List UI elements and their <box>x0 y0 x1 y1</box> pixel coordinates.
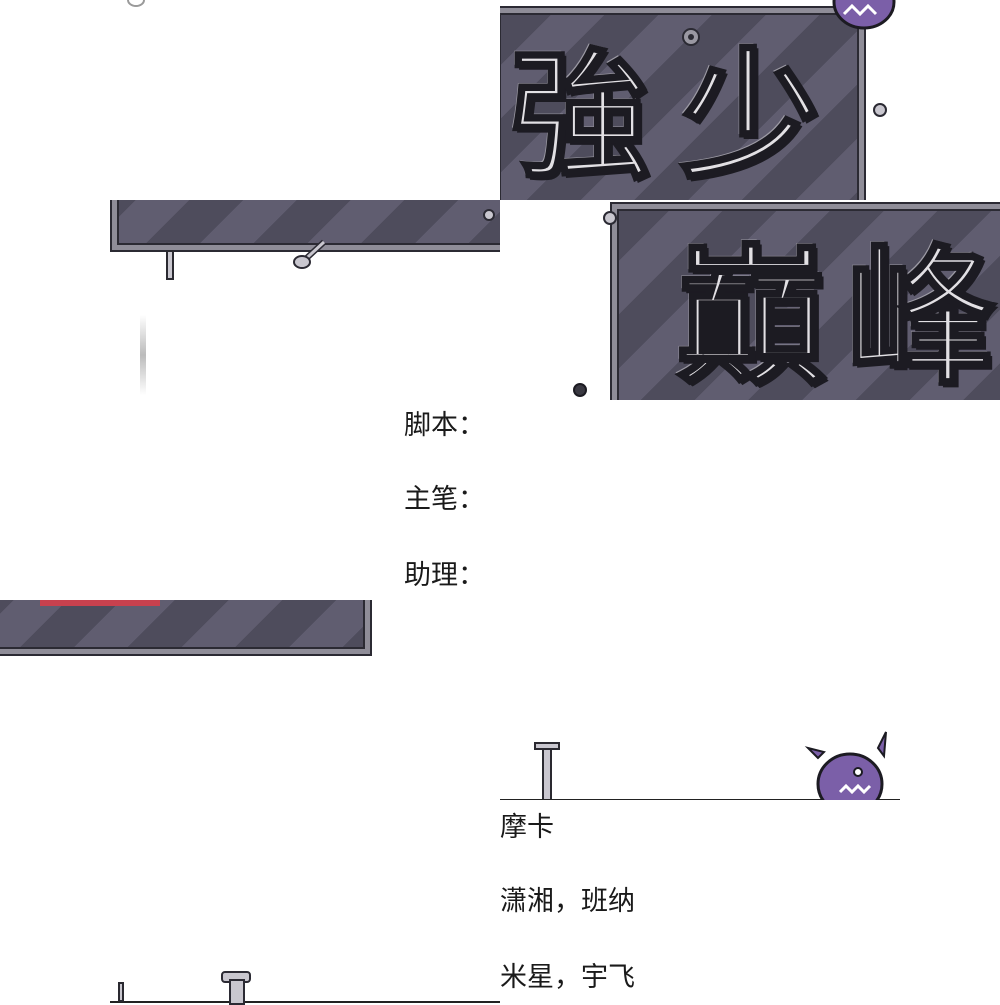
nail-icon <box>542 746 552 800</box>
nail-head-icon <box>534 742 560 750</box>
ground-line <box>110 1001 500 1003</box>
assistant-label: 助理： <box>404 560 485 591</box>
artist-label: 主笔： <box>404 484 485 515</box>
screw-icon <box>573 383 587 397</box>
top-left-tile <box>0 0 500 200</box>
devil-mascot-icon <box>804 731 887 800</box>
title-char-dian: 巔 <box>674 232 827 400</box>
title-char-qiang: 強 <box>508 36 651 199</box>
screw-icon <box>483 209 495 221</box>
ring-icon <box>127 0 145 7</box>
credit-values-tile: 摩卡 潇湘，班纳 米星，宇飞 <box>500 800 1000 1005</box>
title-char-feng: 峰 <box>844 232 997 400</box>
nail-icon <box>166 250 174 280</box>
screw-icon <box>873 103 887 117</box>
credit-labels-tile: 脚本： 主笔： 助理： <box>0 400 500 600</box>
sign-board-edge <box>0 600 370 654</box>
blank-tile <box>500 400 1000 600</box>
assistant-value: 米星，宇飞 <box>500 962 635 993</box>
title-sign-top: 強 少 <box>500 0 1000 200</box>
ground-tile-left <box>0 800 500 1005</box>
sign-board <box>612 204 1000 400</box>
artist-value: 潇湘，班纳 <box>500 886 635 917</box>
title-sign-bottom: 巔 峰 <box>500 200 1000 400</box>
mascot-tile <box>500 600 1000 800</box>
screw-icon <box>603 211 617 225</box>
script-label: 脚本： <box>404 410 485 441</box>
screw-icon <box>293 239 327 269</box>
script-value: 摩卡 <box>500 812 554 843</box>
gear-icon <box>682 28 700 46</box>
sign-board <box>500 8 864 200</box>
sign-fragment-left <box>0 600 500 800</box>
edge-mark <box>140 315 146 395</box>
ground-line <box>500 799 900 800</box>
red-accent <box>40 600 160 606</box>
nail-icon <box>118 982 124 1002</box>
devil-mascot-icon <box>832 0 896 30</box>
title-char-shao: 少 <box>678 36 821 199</box>
screw-icon <box>221 971 251 1005</box>
sign-board-edge <box>112 200 500 250</box>
sign-bottom-left <box>0 200 500 400</box>
